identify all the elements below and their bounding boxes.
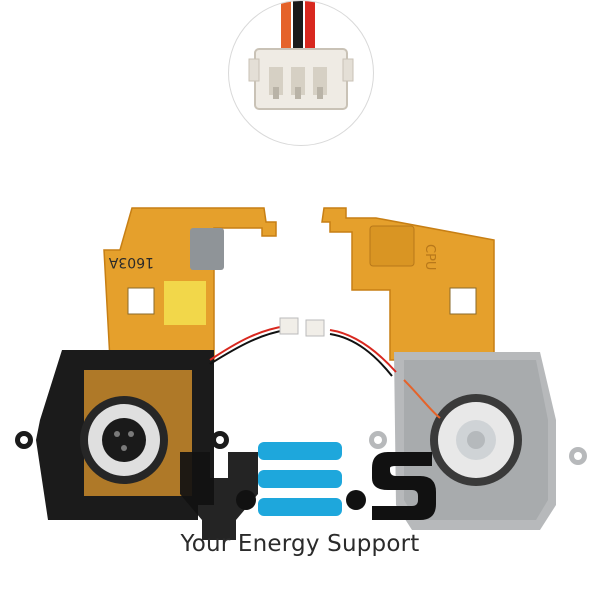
- fan-assembly-left: 1603A: [15, 207, 299, 520]
- yes-logo: [180, 442, 436, 540]
- fan-assembly-right: CPU: [305, 207, 587, 530]
- plate-code-label: 1603A: [108, 254, 154, 270]
- connector-closeup: [228, 0, 374, 146]
- brand-tagline: Your Energy Support: [180, 531, 420, 557]
- connector-closeup-icon: [248, 1, 354, 110]
- cpu-label: CPU: [422, 244, 437, 270]
